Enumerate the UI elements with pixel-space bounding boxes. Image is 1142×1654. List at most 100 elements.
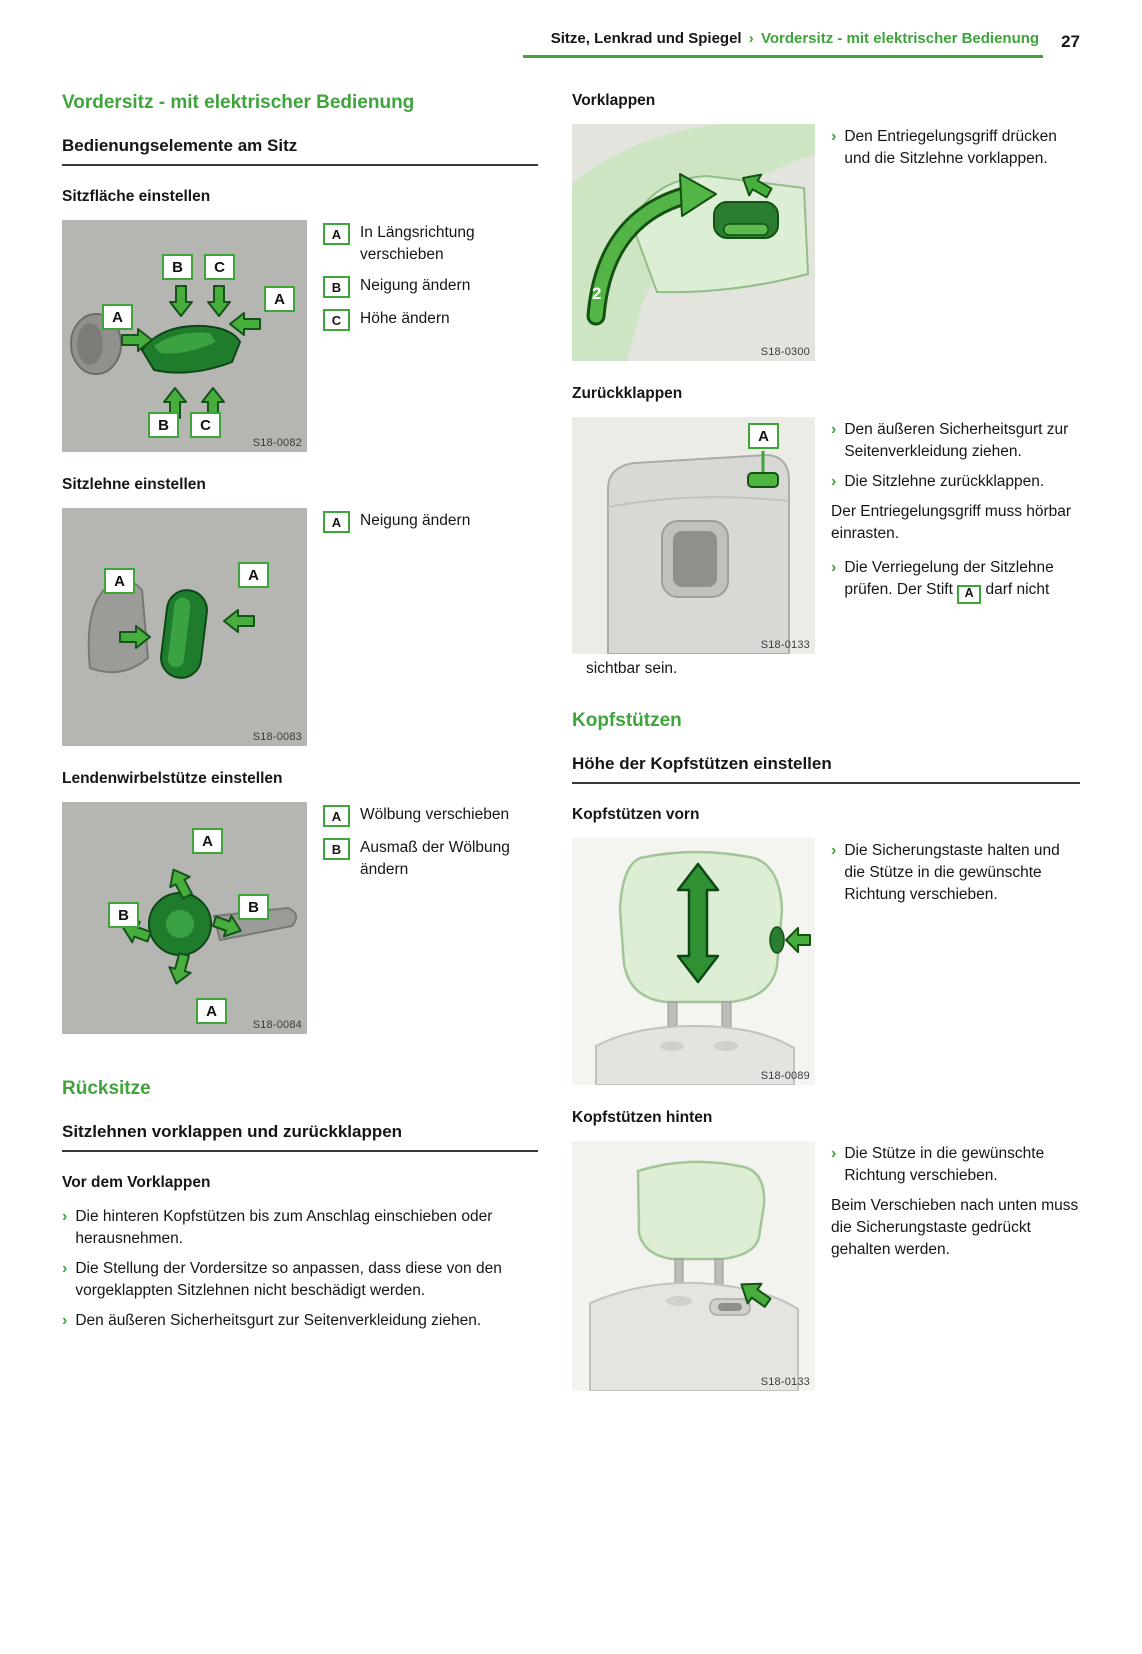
bullet-item: › Den äußeren Sicherheitsgurt zur Seiten…	[831, 419, 1080, 463]
bullet-marker-icon: ›	[831, 1145, 837, 1162]
figure-row-vorklappen: 2 S18-0300 › Den Entriegelungsgriff drüc…	[572, 124, 1080, 361]
fold-arrow-icon	[589, 189, 691, 323]
fig1-label-a-left: A	[102, 304, 133, 330]
bullet-text: Den äußeren Sicherheitsgurt zur Seitenve…	[844, 421, 1069, 460]
release-button	[718, 1303, 742, 1311]
paragraph: Beim Verschieben nach unten muss die Sic…	[831, 1197, 1079, 1258]
legend-text: Wölbung verschieben	[360, 806, 510, 823]
figure-code: S18-0083	[252, 731, 302, 743]
subheading-kopfstuetzen-hinten: Kopfstützen hinten	[572, 1109, 713, 1126]
legend-item: A Wölbung verschieben	[323, 804, 538, 827]
legend-text: Ausmaß der Wölbung ändern	[360, 839, 510, 878]
figure-fold-back: A S18-0133	[572, 417, 815, 654]
legend-text: Neigung ändern	[360, 277, 471, 295]
bullet-text: Den Entriegelungsgriff drücken und die S…	[844, 128, 1057, 167]
bullet-marker-icon: ›	[831, 473, 837, 490]
fold-back-illustration	[572, 417, 815, 654]
bullet-text-after: darf nicht	[985, 581, 1050, 599]
breadcrumb-subsection: Vordersitz - mit elektrischer Bedienung	[760, 30, 1040, 47]
fig4-step-number: 2	[592, 284, 602, 303]
breadcrumb: Sitze, Lenkrad und Spiegel › Vordersitz …	[522, 30, 1044, 58]
seat-back-panel	[572, 124, 815, 361]
release-handle	[723, 223, 769, 236]
figure-front-headrest: S18-0089	[572, 838, 815, 1085]
legend-sitzflaeche: A In Längsrichtung verschieben B Neigung…	[323, 220, 538, 341]
figure-row-zurueckklappen: A S18-0133 › Den äußeren Sicherheitsgurt…	[572, 417, 1080, 654]
legend-text: Höhe ändern	[360, 310, 450, 328]
breadcrumb-separator-icon: ›	[748, 30, 754, 47]
bullet-marker-icon: ›	[62, 1260, 68, 1277]
figure-code: S18-0089	[760, 1070, 810, 1082]
legend-item: C Höhe ändern	[323, 308, 538, 332]
legend-sitzlehne: A Neigung ändern	[323, 508, 538, 543]
figure-backrest-adjust: A A S18-0083	[62, 508, 307, 746]
paragraph: Der Entriegelungsgriff muss hörbar einra…	[831, 503, 1072, 543]
legend-item: A Neigung ändern	[323, 510, 538, 533]
section-heading-hoehe-kopfstuetzen: Höhe der Kopfstützen einstellen	[572, 754, 1080, 784]
bullet-continuation: sichtbar sein.	[586, 660, 678, 677]
legend-key-a: A	[323, 223, 350, 245]
press-arrow-icon	[740, 1282, 772, 1308]
legend-key-b: B	[323, 838, 350, 860]
figure-seat-cushion-adjust: B C A A B C S18-0082	[62, 220, 307, 452]
bullet-item: › Den äußeren Sicherheitsgurt zur Seiten…	[62, 1310, 538, 1332]
bullet-marker-icon: ›	[831, 842, 837, 859]
figure-side-text: › Die Sicherungstaste halten und die Stü…	[831, 838, 1080, 914]
subheading-vorklappen: Vorklappen	[572, 92, 656, 109]
subheading-sitzflaeche: Sitzfläche einstellen	[62, 188, 211, 205]
chapter-title-kopfstuetzen: Kopfstützen	[572, 710, 682, 731]
bullet-text-with-key: Die Verriegelung der Sitzlehne prüfen. D…	[844, 557, 1080, 604]
legend-item: B Neigung ändern	[323, 275, 538, 299]
bullet-list: › Die hinteren Kopfstützen bis zum Ansch…	[62, 1206, 538, 1332]
subheading-lendenwirbelstuetze: Lendenwirbelstütze einstellen	[62, 770, 283, 787]
page-header: Sitze, Lenkrad und Spiegel › Vordersitz …	[62, 30, 1080, 58]
figure-side-text: › Den äußeren Sicherheitsgurt zur Seiten…	[831, 417, 1080, 612]
fig3-label-b-right: B	[238, 894, 269, 920]
bullet-text: Die Sitzlehne zurückklappen.	[844, 473, 1045, 490]
breadcrumb-section: Sitze, Lenkrad und Spiegel	[550, 30, 742, 47]
fig5-label-a: A	[748, 423, 779, 449]
legend-item: B Ausmaß der Wölbung ändern	[323, 837, 538, 880]
page-number: 27	[1061, 32, 1080, 51]
bullet-text-before: Die Verriegelung der Sitzlehne prüfen. D…	[844, 559, 1054, 599]
bullet-item: › Die Stütze in die gewünschte Richtung …	[831, 1143, 1080, 1187]
legend-lendenwirbelstuetze: A Wölbung verschieben B Ausmaß der Wölbu…	[323, 802, 538, 890]
rear-headrest-illustration	[572, 1141, 815, 1391]
section-heading-sitzlehnen-vorklappen: Sitzlehnen vorklappen und zurückklappen	[62, 1122, 538, 1152]
figure-lumbar-adjust: A B B A S18-0084	[62, 802, 307, 1034]
figure-fold-forward: 2 S18-0300	[572, 124, 815, 361]
bullet-text: Die hinteren Kopfstützen bis zum Anschla…	[75, 1208, 493, 1247]
chapter-title: Vordersitz - mit elektrischer Bedienung	[62, 92, 415, 113]
fig2-label-a-right: A	[238, 562, 269, 588]
figure-code: S18-0133	[760, 639, 810, 651]
press-arrow-icon	[785, 927, 811, 953]
right-column: Vorklappen	[572, 92, 1080, 1415]
bullet-marker-icon: ›	[831, 559, 837, 577]
lock-pin	[747, 472, 779, 488]
rear-headrest	[636, 1160, 766, 1261]
fig3-label-a-bottom: A	[196, 998, 227, 1024]
section-heading-bedienungselemente: Bedienungselemente am Sitz	[62, 136, 538, 166]
bullet-item: › Die Sitzlehne zurückklappen.	[831, 471, 1080, 493]
content-columns: Vordersitz - mit elektrischer Bedienung …	[62, 92, 1080, 1415]
fig3-label-b-left: B	[108, 902, 139, 928]
figure-side-text: › Die Stütze in die gewünschte Richtung …	[831, 1141, 1080, 1273]
bullet-marker-icon: ›	[831, 128, 837, 145]
backrest-control	[160, 589, 208, 679]
bullet-marker-icon: ›	[62, 1208, 68, 1225]
figure-code: S18-0133	[760, 1376, 810, 1388]
subheading-vor-dem-vorklappen: Vor dem Vorklappen	[62, 1174, 211, 1191]
figure-row-kopfstuetzen-hinten: S18-0133 › Die Stütze in die gewünschte …	[572, 1141, 1080, 1391]
legend-key-a: A	[323, 805, 350, 827]
legend-key-c: C	[323, 309, 350, 332]
figure-row-sitzlehne: A A S18-0083 A Neigung ändern	[62, 508, 538, 746]
fig3-label-a-top: A	[192, 828, 223, 854]
fold-forward-illustration	[572, 124, 815, 361]
fig1-label-c-top: C	[204, 254, 235, 280]
fig1-label-a-right: A	[264, 286, 295, 312]
bullet-item: › Die hinteren Kopfstützen bis zum Ansch…	[62, 1206, 538, 1250]
lumbar-illustration	[62, 802, 307, 1034]
legend-text: Neigung ändern	[360, 512, 471, 529]
seat-top	[595, 1024, 795, 1085]
fig1-label-b-top: B	[162, 254, 193, 280]
